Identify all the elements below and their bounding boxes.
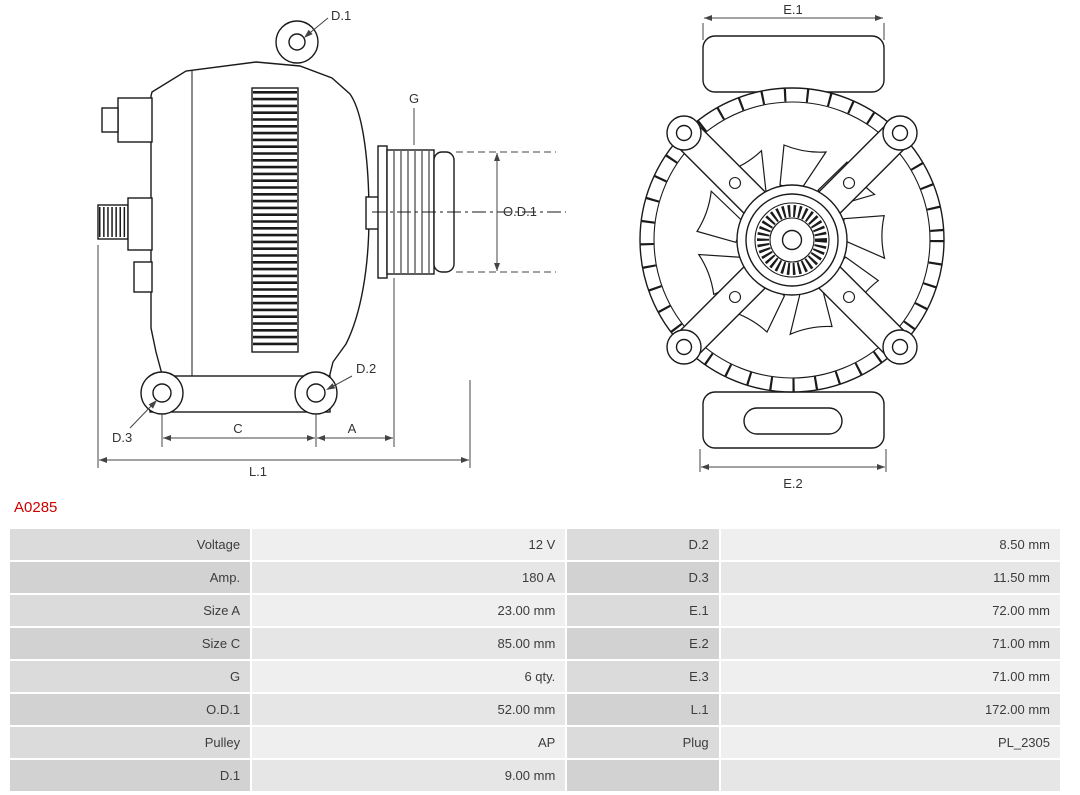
inner-ring (653, 101, 931, 379)
table-row: Pulley AP Plug PL_2305 (10, 727, 1060, 758)
spec-label: E.2 (567, 628, 719, 659)
spec-value: 71.00 mm (720, 661, 1060, 692)
bolt-ears (666, 115, 918, 365)
dimension-d2-label: D.2 (356, 361, 376, 376)
spec-label: O.D.1 (10, 694, 251, 725)
spec-value: 6 qty. (252, 661, 566, 692)
spec-label: D.2 (567, 529, 719, 560)
pulley-hub (736, 184, 848, 296)
spec-label: G (10, 661, 251, 692)
top-bracket (702, 35, 885, 93)
stator-band (251, 87, 299, 353)
spec-value: 11.50 mm (720, 562, 1060, 593)
bracket-slot (743, 407, 843, 435)
spec-label: Amp. (10, 562, 251, 593)
mounting-lug-right-hole (306, 383, 326, 403)
dimension-d3-label: D.3 (112, 430, 132, 445)
table-row: Size A 23.00 mm E.1 72.00 mm (10, 595, 1060, 626)
dimension-d1-label: D.1 (331, 8, 351, 23)
spec-value: 180 A (252, 562, 566, 593)
side-view-drawing: D.1 G O.D.1 D.2 D.3 C A L.1 (97, 8, 566, 479)
spec-label: D.3 (567, 562, 719, 593)
spec-label (567, 760, 719, 791)
spec-label: Plug (567, 727, 719, 758)
table-row: G 6 qty. E.3 71.00 mm (10, 661, 1060, 692)
spec-value: 172.00 mm (720, 694, 1060, 725)
shaft-hole (781, 229, 803, 251)
rear-block (117, 97, 153, 143)
front-view-drawing: E.1 E.2 (639, 2, 945, 491)
spec-value: 71.00 mm (720, 628, 1060, 659)
spec-value (720, 760, 1060, 791)
spec-value: AP (252, 727, 566, 758)
spec-label: E.1 (567, 595, 719, 626)
table-row: O.D.1 52.00 mm L.1 172.00 mm (10, 694, 1060, 725)
rear-block-small (101, 107, 119, 133)
dimension-e1-label: E.1 (783, 2, 803, 17)
spec-table: Voltage 12 V D.2 8.50 mm Amp. 180 A D.3 … (8, 527, 1062, 793)
table-row: D.1 9.00 mm (10, 760, 1060, 791)
rear-step (133, 261, 153, 293)
spec-label: Voltage (10, 529, 251, 560)
table-row: Size C 85.00 mm E.2 71.00 mm (10, 628, 1060, 659)
spec-value: 23.00 mm (252, 595, 566, 626)
spec-value: PL_2305 (720, 727, 1060, 758)
screw-holes (728, 176, 856, 304)
dimension-od1-label: O.D.1 (503, 204, 537, 219)
side-view-dimensions (97, 17, 556, 468)
dimension-g-label: G (409, 91, 419, 106)
spec-value: 8.50 mm (720, 529, 1060, 560)
dimension-a-label: A (348, 421, 357, 436)
dimension-e2-label: E.2 (783, 476, 803, 491)
mounting-lug-left-hole (152, 383, 172, 403)
spec-label: Size A (10, 595, 251, 626)
table-row: Voltage 12 V D.2 8.50 mm (10, 529, 1060, 560)
spec-value: 12 V (252, 529, 566, 560)
spec-value: 9.00 mm (252, 760, 566, 791)
terminal-step (127, 197, 153, 251)
front-view-dimensions (699, 15, 887, 472)
ring-teeth (640, 88, 944, 392)
table-row: Amp. 180 A D.3 11.50 mm (10, 562, 1060, 593)
spec-value: 72.00 mm (720, 595, 1060, 626)
part-number: A0285 (14, 499, 58, 516)
spec-label: D.1 (10, 760, 251, 791)
terminal-block (97, 204, 129, 240)
outer-ring (639, 87, 945, 393)
spec-value: 52.00 mm (252, 694, 566, 725)
dimension-l1-label: L.1 (249, 464, 267, 479)
technical-drawing: D.1 G O.D.1 D.2 D.3 C A L.1 (97, 2, 945, 491)
spec-label: Size C (10, 628, 251, 659)
spec-label: L.1 (567, 694, 719, 725)
knurled-ring (757, 205, 827, 275)
spec-label: Pulley (10, 727, 251, 758)
spec-value: 85.00 mm (252, 628, 566, 659)
top-ear-hole (288, 33, 306, 51)
dimension-c-label: C (233, 421, 242, 436)
spec-label: E.3 (567, 661, 719, 692)
